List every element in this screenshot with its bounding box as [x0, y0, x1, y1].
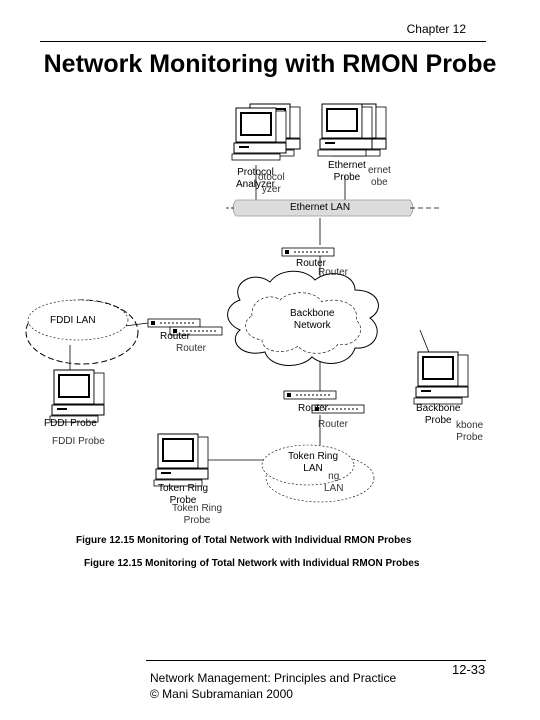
- router-left-ghost-label: Router: [176, 343, 207, 354]
- ethernet-probe-ghost-label: ernet obe: [368, 165, 391, 188]
- figure-caption: Figure 12.15 Monitoring of Total Network…: [76, 535, 412, 546]
- backbone-probe-computer-icon: [413, 351, 469, 405]
- footer-copyright: © Mani Subramanian 2000: [150, 687, 293, 701]
- router-top-icon: [281, 247, 335, 257]
- fddi-probe-label: FDDI Probe: [44, 418, 97, 429]
- fddi-lan-label: FDDI LAN: [50, 315, 96, 326]
- token-ring-probe-label: Token Ring Probe: [158, 483, 209, 506]
- chapter-header: Chapter 12: [406, 22, 466, 36]
- slide-title: Network Monitoring with RMON Probe: [43, 50, 497, 78]
- token-ring-probe-computer-icon: [153, 433, 209, 487]
- ethernet-probe-computer-icon: [317, 103, 387, 157]
- fddi-probe-computer-icon: [49, 369, 105, 423]
- router-top-label: Router: [296, 258, 327, 269]
- router-bottom-ghost-label: Router: [318, 419, 349, 430]
- protocol-analyzer-ghost-label: otocol yzer: [258, 172, 285, 195]
- ethernet-probe-label: Ethernet Probe: [328, 160, 366, 183]
- header-divider: [40, 41, 486, 42]
- page-number: 12-33: [452, 662, 486, 677]
- ethernet-lan-bus: [232, 199, 414, 217]
- protocol-analyzer-label: Protocol Analyzer: [236, 167, 275, 190]
- backbone-cloud: [227, 270, 379, 367]
- token-ring-probe-ghost-label: Token Ring Probe: [172, 503, 223, 526]
- token-ring-lan-ghost-label: ng LAN: [324, 471, 344, 494]
- footer-divider: [146, 660, 486, 661]
- router-left-label: Router: [160, 331, 191, 342]
- token-ring-lan-label: Token Ring LAN: [288, 451, 339, 474]
- ethernet-lan-label: Ethernet LAN: [290, 202, 351, 213]
- backbone-probe-ghost-label: kbone Probe: [456, 420, 484, 443]
- backbone-network-label: Backbone Network: [290, 308, 335, 331]
- router-top-ghost-label: Router: [318, 267, 349, 278]
- figure-caption-duplicate: Figure 12.15 Monitoring of Total Network…: [84, 558, 420, 569]
- protocol-analyzer-computer-icon: [231, 103, 301, 161]
- footer-book-title: Network Management: Principles and Pract…: [150, 671, 397, 685]
- backbone-probe-label: Backbone Probe: [416, 403, 461, 426]
- fddi-probe-ghost-label: FDDI Probe: [52, 436, 105, 447]
- router-bottom-label: Router: [298, 403, 329, 414]
